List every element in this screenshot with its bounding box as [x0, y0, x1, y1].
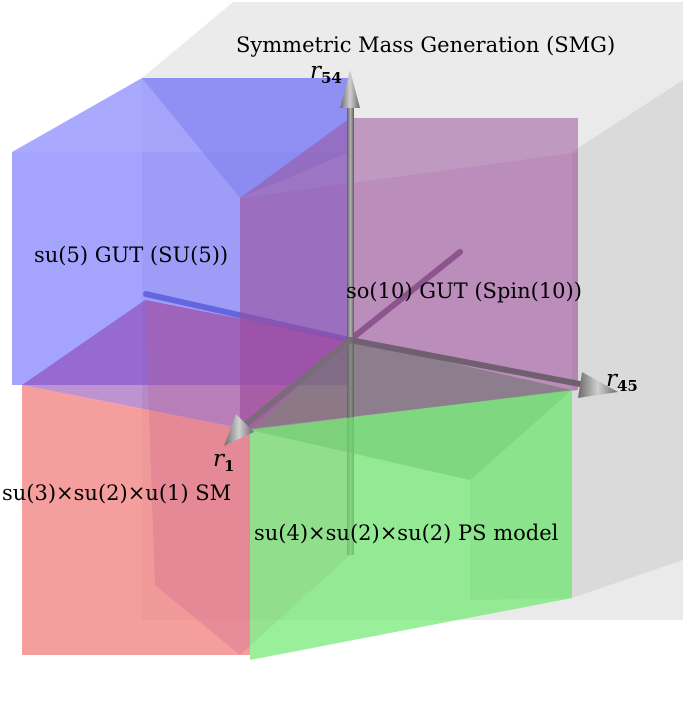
axis-r45-subscript: 45: [617, 377, 638, 395]
sm-top: [22, 300, 350, 430]
sm-label: su(3)×su(2)×u(1) SM: [2, 481, 231, 505]
ps-front: [250, 390, 572, 660]
axis-r1-label: r1: [213, 446, 234, 475]
su5-top: [12, 78, 350, 152]
axis-r45: [347, 337, 618, 398]
axis-r45-arrowhead: [578, 372, 618, 398]
axis-r45-label: r45: [606, 366, 638, 395]
so10-label: so(10) GUT (Spin(10)): [346, 279, 582, 303]
svg-text:r54: r54: [310, 58, 342, 87]
smg-box-top: [142, 2, 683, 80]
axis-r54-label: r54: [310, 58, 342, 87]
axis-r54-arrowhead: [340, 70, 360, 108]
axis-r1: [224, 337, 353, 446]
axis-r54: [340, 70, 360, 555]
axis-r1-subscript: 1: [224, 457, 234, 475]
axis-r54-subscript: 54: [321, 69, 342, 87]
so10-top: [240, 118, 578, 198]
axis-r54-symbol: r: [310, 58, 323, 84]
ps-region: [250, 340, 572, 660]
svg-text:r1: r1: [213, 446, 234, 475]
ps-side: [470, 390, 572, 600]
su5-label: su(5) GUT (SU(5)): [34, 243, 228, 267]
axis-r1-arrowhead: [224, 414, 254, 446]
smg-label: Symmetric Mass Generation (SMG): [236, 33, 615, 57]
axis-r1-symbol: r: [213, 446, 226, 472]
ps-label: su(4)×su(2)×su(2) PS model: [254, 521, 559, 545]
svg-text:r45: r45: [606, 366, 638, 395]
axis-r45-symbol: r: [606, 366, 619, 392]
smg-box-side: [572, 80, 683, 598]
sm-front: [22, 385, 250, 655]
